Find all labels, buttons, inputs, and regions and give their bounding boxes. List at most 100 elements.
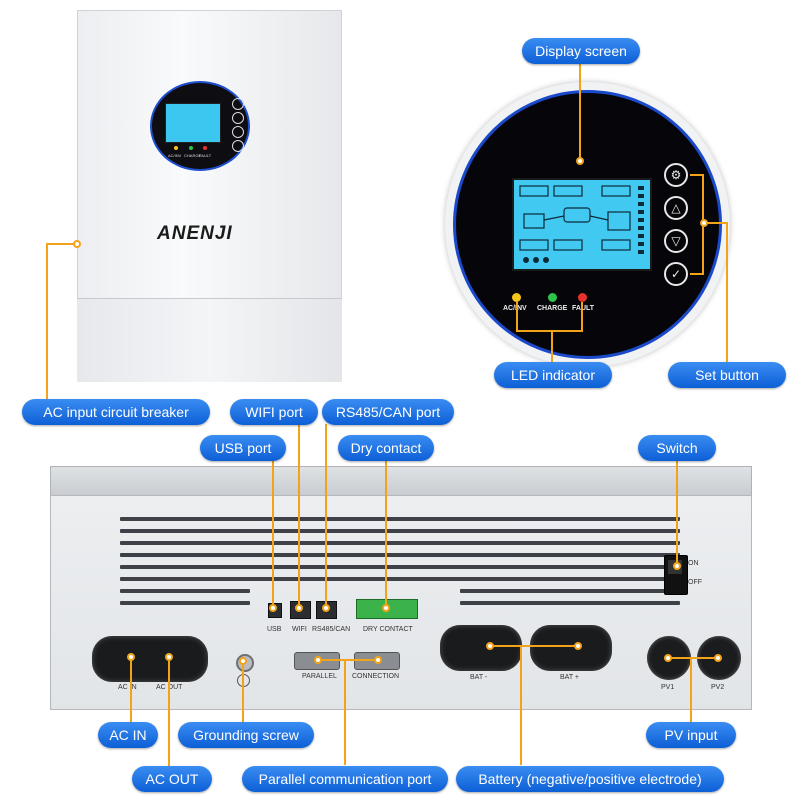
- leader-usb: [272, 460, 274, 606]
- led-acinv: [512, 293, 521, 302]
- dot-switch: [673, 562, 681, 570]
- front-down-button[interactable]: [232, 126, 244, 138]
- leader-acout: [168, 656, 170, 766]
- pv2-label: PV2: [711, 684, 725, 691]
- front-led-charge: [189, 146, 193, 150]
- lcd-segments-graphic: [519, 185, 644, 263]
- usb-label: USB: [267, 626, 282, 633]
- ac-cable-gland: [92, 636, 208, 682]
- front-led-label-acinv: AC/INV: [168, 153, 182, 158]
- dot-dry: [382, 604, 390, 612]
- leader-set-h: [704, 222, 726, 224]
- leader-wifi: [298, 424, 300, 606]
- triangle-down-icon: ▽: [671, 234, 681, 248]
- dot-usb: [269, 604, 277, 612]
- front-gear-button[interactable]: [232, 98, 244, 110]
- callout-ac-input-breaker: AC input circuit breaker: [22, 399, 210, 425]
- triangle-up-icon: △: [671, 201, 681, 215]
- vent-grille: [120, 517, 680, 612]
- callout-display-screen: Display screen: [522, 38, 640, 64]
- leader-set-1: [690, 174, 702, 176]
- lcd-display-screen: [512, 178, 652, 271]
- leader-battery-v: [520, 645, 522, 765]
- led-label-fault: FAULT: [572, 305, 595, 312]
- leader-parallel-v: [344, 659, 346, 765]
- dot-parallel-1: [314, 656, 322, 664]
- connection-label: CONNECTION: [352, 673, 400, 680]
- inverter-bottom-cover: [77, 298, 342, 382]
- callout-battery: Battery (negative/positive electrode): [456, 766, 724, 792]
- down-button[interactable]: ▽: [664, 229, 688, 253]
- callout-parallel-port: Parallel communication port: [242, 766, 448, 792]
- leader-battery-h: [490, 645, 578, 647]
- leader-led-h: [516, 330, 583, 332]
- dot-battery-neg: [486, 642, 494, 650]
- leader-display: [579, 62, 581, 160]
- checkmark-icon: ✓: [670, 267, 682, 281]
- callout-wifi-port: WIFI port: [230, 399, 318, 425]
- bat-pos-label: BAT +: [560, 674, 580, 681]
- pv1-label: PV1: [661, 684, 675, 691]
- dot-ground: [239, 657, 247, 665]
- gear-settings-button[interactable]: ⚙: [664, 163, 688, 187]
- leader-set-down: [726, 222, 728, 362]
- leader-breaker-v: [46, 243, 48, 399]
- leader-pv-h: [668, 657, 718, 659]
- front-led-label-charge: CHARGE: [184, 153, 202, 158]
- callout-led-indicator: LED indicator: [494, 362, 612, 388]
- callout-rs485-port: RS485/CAN port: [322, 399, 454, 425]
- dot-battery-pos: [574, 642, 582, 650]
- callout-usb-port: USB port: [200, 435, 286, 461]
- front-led-fault: [203, 146, 207, 150]
- front-up-button[interactable]: [232, 112, 244, 124]
- bat-neg-label: BAT -: [470, 674, 488, 681]
- dot-breaker: [73, 240, 81, 248]
- leader-dry: [385, 460, 387, 606]
- callout-pv-input: PV input: [646, 722, 736, 748]
- gear-icon: ⚙: [670, 168, 682, 182]
- leader-parallel-h: [318, 659, 378, 661]
- callout-dry-contact: Dry contact: [338, 435, 434, 461]
- callout-ac-out: AC OUT: [132, 766, 212, 792]
- battery-positive-gland: [530, 625, 612, 671]
- callout-ac-in: AC IN: [98, 722, 158, 748]
- ac-in-label: AC IN: [118, 684, 137, 691]
- battery-negative-gland: [440, 625, 522, 671]
- switch-on-label: ON: [688, 560, 699, 567]
- rs485-label: RS485/CAN: [312, 626, 351, 633]
- callout-set-button: Set button: [668, 362, 786, 388]
- dry-contact-label: DRY CONTACT: [363, 626, 413, 633]
- dot-set: [700, 219, 708, 227]
- dot-pv2: [714, 654, 722, 662]
- dot-acout: [165, 653, 173, 661]
- front-enter-button[interactable]: [232, 140, 244, 152]
- brand-logo: ANENJI: [157, 223, 233, 244]
- parallel-label: PARALLEL: [302, 673, 337, 680]
- led-label-acinv: AC/INV: [503, 305, 527, 312]
- callout-switch: Switch: [638, 435, 716, 461]
- front-lcd-screen: [165, 103, 221, 143]
- switch-off-label: OFF: [688, 579, 702, 586]
- dot-pv1: [664, 654, 672, 662]
- enter-button[interactable]: ✓: [664, 262, 688, 286]
- led-fault: [578, 293, 587, 302]
- leader-switch: [676, 460, 678, 564]
- leader-acin: [130, 656, 132, 722]
- dot-rs485: [322, 604, 330, 612]
- front-led-acinv: [174, 146, 178, 150]
- leader-led-2: [581, 302, 583, 330]
- leader-led-v: [551, 330, 553, 364]
- dot-acin: [127, 653, 135, 661]
- dot-display: [576, 157, 584, 165]
- leader-set-2: [690, 273, 702, 275]
- leader-ground: [242, 663, 244, 723]
- leader-breaker-h: [46, 243, 76, 245]
- front-led-label-fault: FAULT: [199, 153, 212, 158]
- wifi-label: WIFI: [292, 626, 307, 633]
- led-label-charge: CHARGE: [537, 305, 568, 312]
- leader-led-1: [516, 302, 518, 330]
- led-charge: [548, 293, 557, 302]
- leader-rs485: [325, 424, 327, 606]
- dot-parallel-2: [374, 656, 382, 664]
- up-button[interactable]: △: [664, 196, 688, 220]
